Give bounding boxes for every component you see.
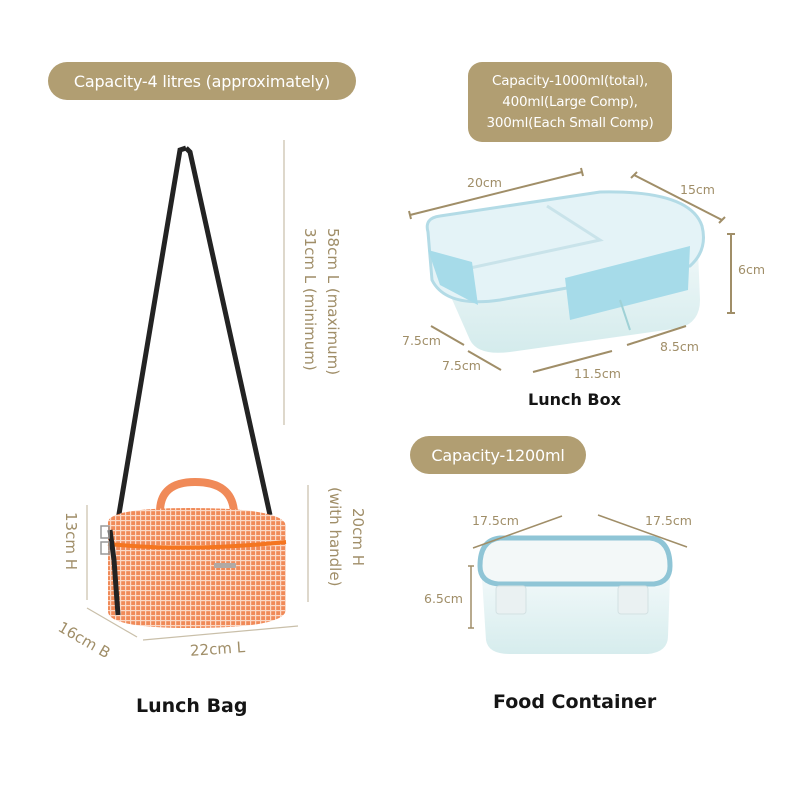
food-height-label: 6.5cm <box>424 591 463 606</box>
lunch-box-image <box>425 190 705 353</box>
lunch-box-capacity-line-2: 400ml(Large Comp), <box>502 93 638 110</box>
lunch-bag-title: Lunch Bag <box>136 695 248 717</box>
strap-right <box>184 146 273 516</box>
box-width-label: 15cm <box>680 182 715 197</box>
lunch-bag-dimension-lines <box>86 140 309 641</box>
lunch-box-capacity-line-1: Capacity-1000ml(total), <box>492 72 648 89</box>
food-length-label: 17.5cm <box>472 513 519 528</box>
food-container-capacity-text: Capacity-1200ml <box>431 445 565 465</box>
food-container-capacity-badge: Capacity-1200ml <box>410 436 586 474</box>
box-small-comp-1-label: 7.5cm <box>402 333 441 348</box>
lunch-bag-capacity-text: Capacity-4 litres (approximately) <box>73 71 331 91</box>
bag-height-handle-note: (with handle) <box>326 487 344 587</box>
strap-left <box>115 145 187 521</box>
box-large-comp-length-label: 11.5cm <box>574 366 621 381</box>
strap-max-label: 58cm L (maximum) <box>324 228 342 376</box>
box-large-comp-width-label: 8.5cm <box>660 339 699 354</box>
box-height-label: 6cm <box>738 262 766 277</box>
bag-length-label: 22cm L <box>189 638 246 660</box>
food-width-label: 17.5cm <box>645 513 692 528</box>
lunch-box-capacity-line-3: 300ml(Each Small Comp) <box>486 114 654 131</box>
bag-height-handle-label: 20cm H <box>349 508 367 566</box>
lunch-box-capacity-badge: Capacity-1000ml(total), 400ml(Large Comp… <box>468 62 672 142</box>
box-small-comp-2-label: 7.5cm <box>442 358 481 373</box>
food-container-title: Food Container <box>493 691 657 713</box>
lunch-box-title: Lunch Box <box>528 390 621 409</box>
food-container-dimension-lines <box>468 514 688 629</box>
strap-min-label: 31cm L (minimum) <box>301 228 319 371</box>
bag-height-label: 13cm H <box>62 512 80 570</box>
lunch-bag-capacity-badge: Capacity-4 litres (approximately) <box>48 62 356 100</box>
food-container-image <box>477 535 673 654</box>
lunch-bag-image <box>100 145 287 628</box>
box-length-label: 20cm <box>467 175 502 190</box>
lunch-box-dimension-lines <box>408 167 735 373</box>
